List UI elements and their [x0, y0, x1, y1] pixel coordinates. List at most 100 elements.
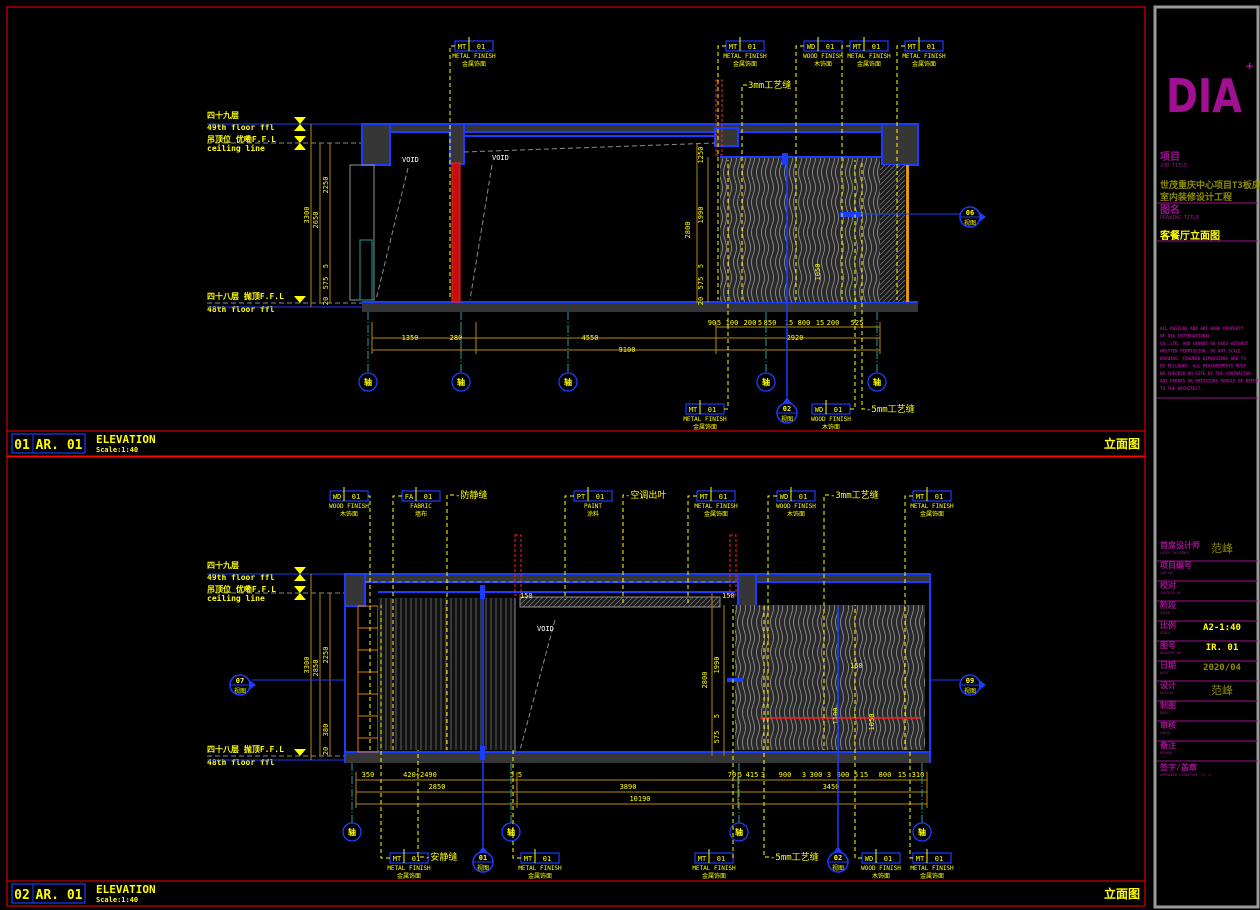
dimension-text: 525 [851, 319, 864, 327]
company-logo: DIA [1166, 69, 1242, 123]
title-row-label-en: CHIEF DESIGNER [1160, 551, 1190, 555]
dimension-text: 3300 [303, 207, 311, 224]
grid-axis: 轴 [558, 312, 578, 392]
tag-english: METAL FINISH [694, 503, 738, 510]
note-text: -5mm工艺缝 [770, 851, 819, 863]
design-signature: 范峰 [1211, 683, 1233, 697]
title-row-label-en: REMARK [1160, 751, 1174, 755]
level-upper-en: 49th floor ffl [207, 123, 275, 132]
axis-label: 轴 [918, 827, 926, 837]
dimension-text: 200 [827, 319, 840, 327]
dimension-text: 90 [708, 319, 716, 327]
level-upper-cn: 四十九层 [207, 110, 239, 120]
void-label: VOID [402, 156, 419, 164]
dimension-text: 850 [764, 319, 777, 327]
title-row-label: 首席设计师 [1160, 540, 1200, 550]
dimension-text: 2800 [701, 672, 709, 689]
title-row-label-en: CHECKED BY [1160, 591, 1182, 595]
dimension-text: 5 [854, 771, 858, 779]
dimension-text: 3450 [823, 783, 840, 791]
title-row-label: 备注 [1159, 740, 1176, 750]
title-row-label: 项目编号 [1160, 560, 1192, 570]
elevation-scale: Scale:1:40 [96, 896, 138, 904]
elevation-scale: Scale:1:40 [96, 446, 138, 454]
elevation-cn-title: 立面图 [1104, 886, 1140, 901]
tag-english: WOOD FINISH [329, 503, 369, 510]
dimension-text: 2800 [684, 222, 692, 239]
tag-english: METAL FINISH [683, 416, 727, 423]
tag-code: MT [393, 855, 402, 863]
level-lower-en: 48th floor ffl [207, 758, 275, 767]
dimension-text: 5 [697, 264, 705, 268]
tag-number: 01 [935, 493, 943, 501]
title-row-label: 设计 [1160, 680, 1176, 690]
dimension-text: 5 [738, 771, 742, 779]
axis-label: 轴 [364, 377, 372, 387]
tag-number: 01 [352, 493, 360, 501]
tag-code: MT [524, 855, 533, 863]
level-triangle-icon [294, 567, 306, 574]
dimension-text: 800 [879, 771, 892, 779]
axis-bubble [912, 822, 932, 842]
tag-chinese: 金属饰面 [912, 60, 936, 68]
title-row-value: 2020/04 [1203, 663, 1242, 673]
title-bar-frame [6, 880, 1146, 907]
marker-label: 视图 [964, 687, 976, 695]
note-text: -安静缝 [425, 851, 457, 863]
leader-line [861, 160, 865, 410]
dimension-text: 575 [697, 277, 705, 290]
dimension-text: 4550 [582, 334, 599, 342]
tag-chinese: 金属饰面 [702, 872, 726, 880]
note: 3mm工艺缝 [741, 79, 791, 300]
tag-chinese: 金属饰面 [704, 510, 728, 518]
tag-chinese: 墙布 [415, 510, 427, 518]
tag-code: MT [689, 406, 698, 414]
tag-english: METAL FINISH [910, 503, 954, 510]
elevation-number: 02 [14, 888, 30, 903]
floor-slab [345, 752, 930, 763]
dimension-text: 5 [322, 264, 330, 268]
grid-axis: 轴 [867, 312, 887, 392]
note-text: -防静缝 [455, 489, 487, 501]
leader-line [850, 160, 856, 410]
level-lower-cn: 四十八层 抛顶F.F.L [207, 291, 284, 301]
grid-axis: 轴 [342, 763, 362, 842]
tag-number: 01 [872, 43, 880, 51]
beam-right [881, 123, 919, 166]
grid-axis: 轴 [729, 763, 749, 842]
leader-line [449, 45, 455, 300]
ceiling-recess [519, 596, 721, 608]
title-block-frame [1153, 5, 1260, 909]
marker-label: 视图 [234, 687, 246, 695]
dimension-text: 2850 [312, 660, 320, 677]
tag-english: METAL FINISH [910, 865, 954, 872]
void-line [375, 167, 409, 301]
leader-line [417, 750, 424, 858]
